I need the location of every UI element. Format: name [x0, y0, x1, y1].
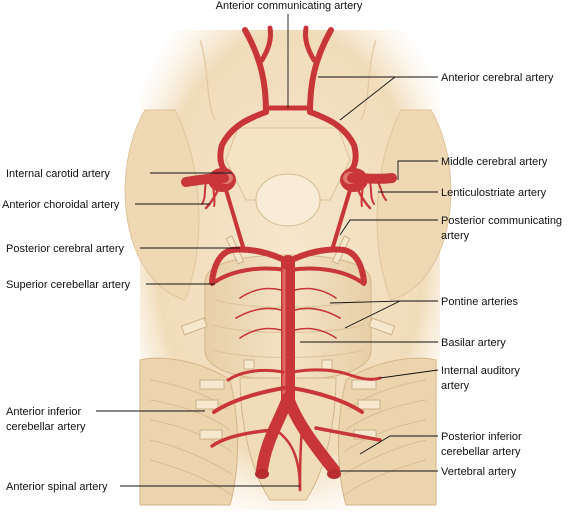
labels: Anterior communicating artery Anterior c…: [2, 0, 562, 493]
label-internal-auditory-line2: artery: [441, 380, 470, 392]
pituitary-gland: [255, 173, 321, 227]
label-posterior-communicating-line2: artery: [441, 230, 470, 242]
leader-lines: [96, 14, 439, 487]
arteries: [181, 25, 397, 492]
label-anterior-cerebral: Anterior cerebral artery: [441, 72, 554, 84]
label-internal-auditory-line1: Internal auditory: [441, 365, 520, 377]
label-lenticulostriate: Lenticulostriate artery: [441, 187, 547, 199]
label-posterior-cerebral: Posterior cerebral artery: [6, 243, 124, 255]
vertebral-left-stump: [255, 469, 269, 479]
label-anterior-communicating: Anterior communicating artery: [216, 0, 363, 12]
label-superior-cerebellar: Superior cerebellar artery: [6, 279, 131, 291]
label-pontine: Pontine arteries: [441, 296, 519, 308]
label-posterior-communicating-line1: Posterior communicating: [441, 215, 562, 227]
label-posterior-inferior-cerebellar-line1: Posterior inferior: [441, 431, 522, 443]
label-anterior-choroidal: Anterior choroidal artery: [2, 199, 120, 211]
label-posterior-inferior-cerebellar-line2: cerebellar artery: [441, 446, 521, 458]
label-basilar: Basilar artery: [441, 337, 506, 349]
label-anterior-spinal: Anterior spinal artery: [6, 481, 108, 493]
label-anterior-inferior-cerebellar-line2: cerebellar artery: [6, 421, 86, 433]
label-internal-carotid: Internal carotid artery: [6, 168, 110, 180]
cerebellum-right: [338, 357, 437, 506]
label-vertebral: Vertebral artery: [441, 466, 517, 478]
label-anterior-inferior-cerebellar-line1: Anterior inferior: [6, 406, 82, 418]
label-middle-cerebral: Middle cerebral artery: [441, 156, 548, 168]
vertebral-right-stump: [327, 469, 341, 479]
brain-base: [124, 30, 452, 510]
cerebellum-left: [139, 357, 238, 506]
